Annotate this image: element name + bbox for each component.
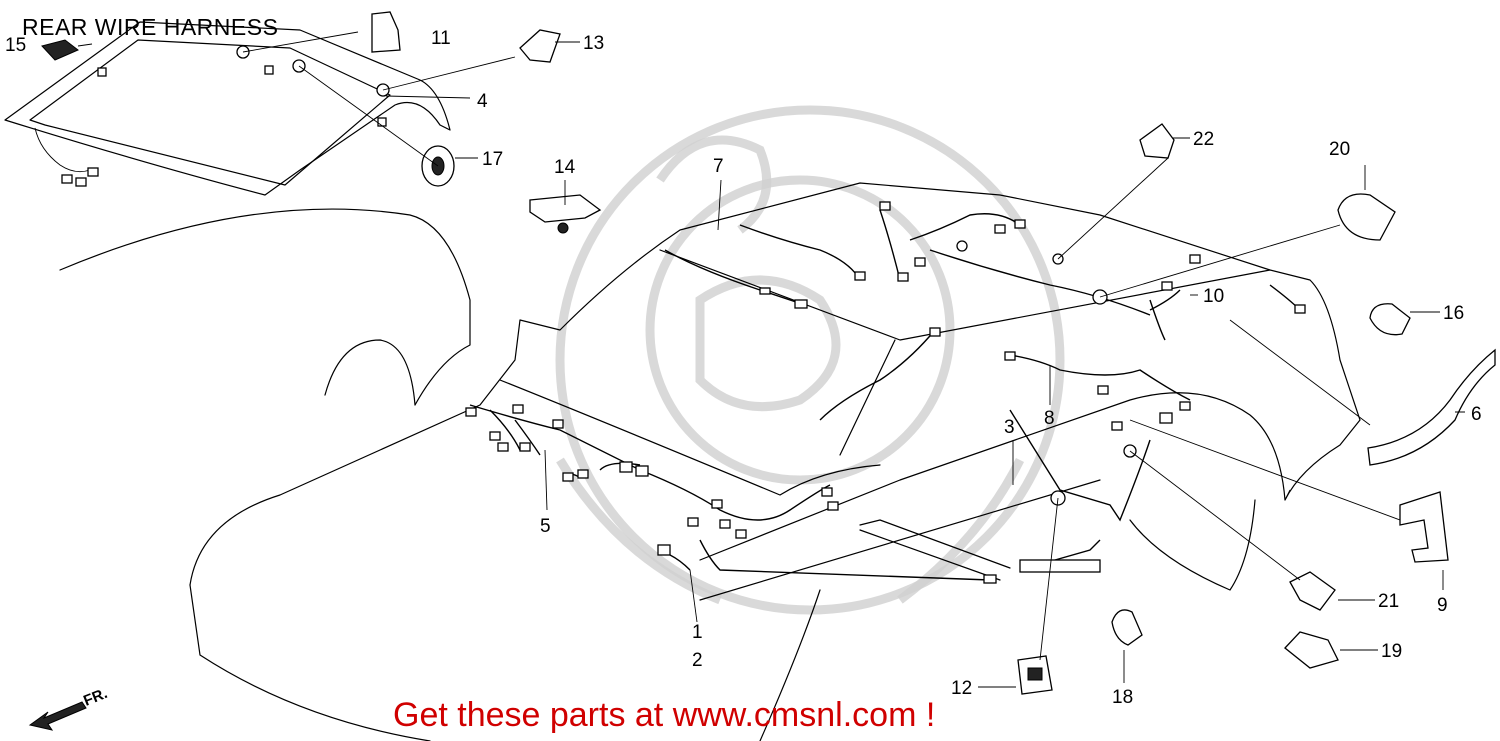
part-20-clamp (1337, 193, 1396, 241)
callout-17: 17 (482, 149, 503, 170)
callout-18: 18 (1112, 687, 1133, 708)
callout-19: 19 (1381, 641, 1402, 662)
fr-label: FR. (81, 685, 110, 710)
callout-16: 16 (1443, 303, 1464, 324)
hatch-lid (4, 21, 471, 406)
car-body (189, 182, 1361, 741)
part-14-bracket (529, 194, 602, 223)
callout-10: 10 (1203, 286, 1224, 307)
callout-21: 21 (1378, 591, 1399, 612)
watermark-logo (555, 105, 1065, 615)
part-13-clamp (519, 29, 561, 63)
part-16-clip (1369, 303, 1411, 336)
callout-labels: 1 2 3 4 5 6 7 8 9 10 11 12 13 14 15 16 1… (5, 28, 1482, 710)
part-18-clip (1111, 609, 1143, 646)
callout-7: 7 (713, 156, 724, 177)
part-21-holder (1289, 571, 1336, 611)
diagram-title: REAR WIRE HARNESS (22, 14, 279, 40)
connectors (465, 201, 1306, 556)
part-15-clip (41, 39, 79, 61)
fr-arrow (28, 701, 87, 731)
wire-harness-lines (469, 209, 1301, 584)
callout-6: 6 (1471, 404, 1482, 425)
callout-5: 5 (540, 516, 551, 537)
callout-20: 20 (1329, 139, 1350, 160)
footer-advert-text: Get these parts at www.cmsnl.com ! (393, 696, 936, 734)
part-11-clip (371, 11, 401, 53)
callout-13: 13 (583, 33, 604, 54)
callout-22: 22 (1193, 129, 1214, 150)
callout-15: 15 (5, 35, 26, 56)
part-22-clip (1139, 123, 1175, 159)
parts (28, 11, 1496, 731)
part-6-cover (1367, 348, 1496, 466)
callout-1: 1 (692, 622, 703, 643)
part-9-bracket (1399, 491, 1449, 563)
callout-14: 14 (554, 157, 576, 178)
leader-lines (77, 31, 1465, 688)
callout-11: 11 (431, 28, 451, 49)
part-19-holder (1284, 631, 1339, 669)
callout-4: 4 (477, 91, 488, 112)
callout-8: 8 (1044, 408, 1055, 429)
callout-12: 12 (951, 678, 972, 699)
callout-9: 9 (1437, 595, 1448, 616)
callout-2: 2 (692, 650, 703, 671)
callout-3: 3 (1004, 417, 1015, 438)
